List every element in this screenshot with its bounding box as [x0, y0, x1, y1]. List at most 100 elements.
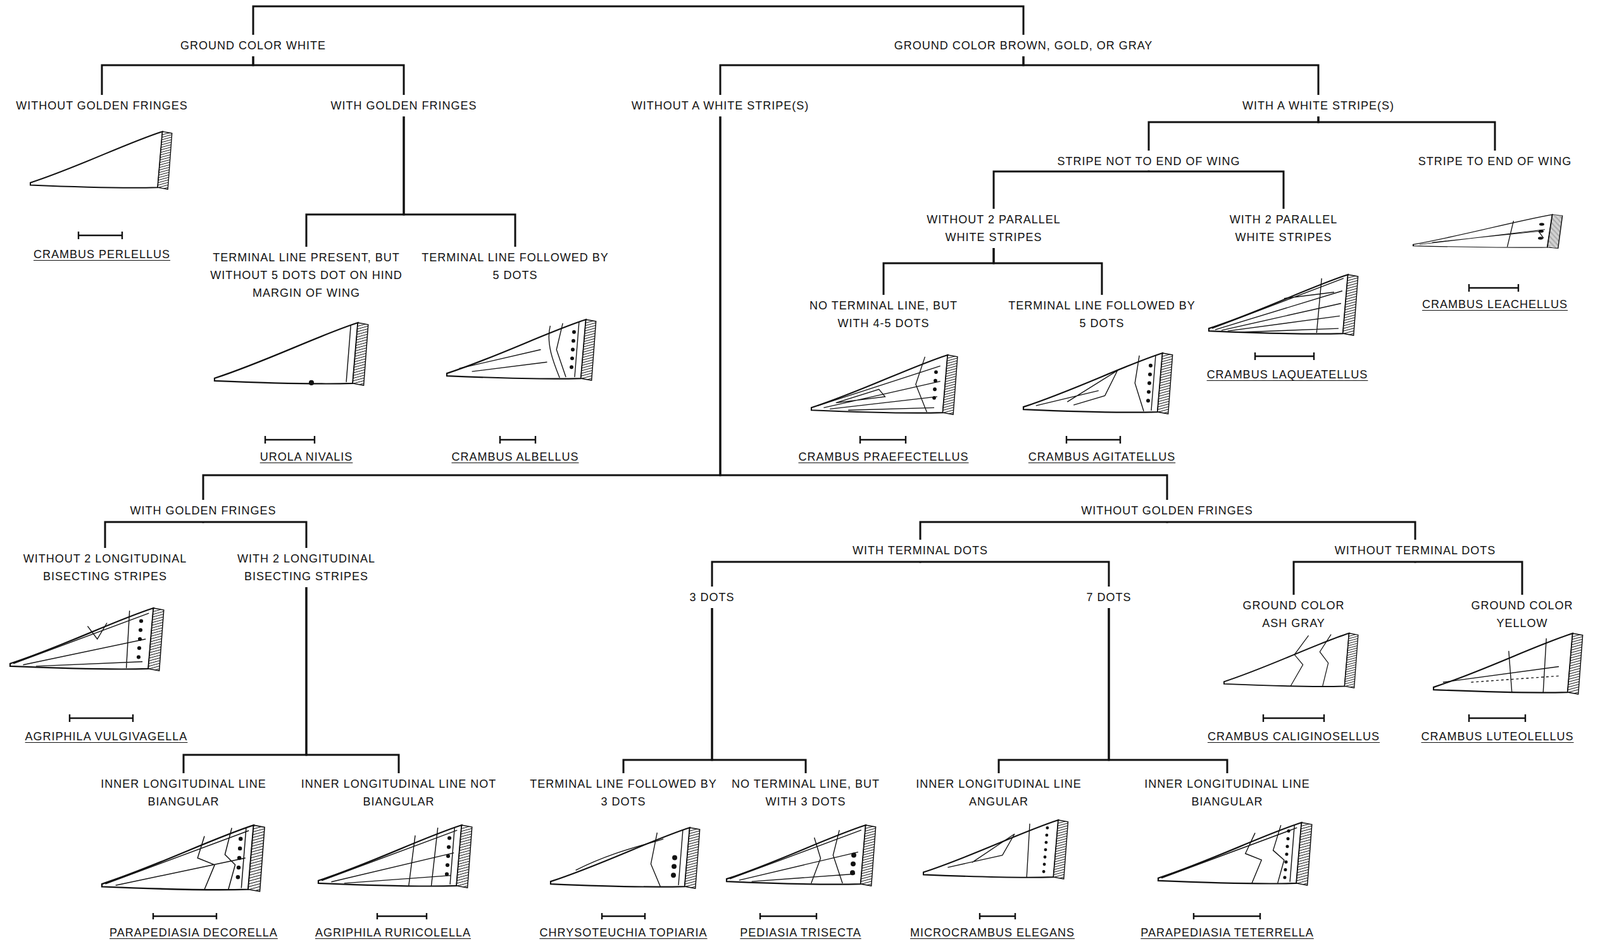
- key-text: TERMINAL LINE PRESENT, BUT WITHOUT 5 DOT…: [205, 248, 408, 302]
- key-connector: [1318, 116, 1495, 151]
- illustration-stroke: [137, 637, 142, 642]
- key-text: GROUND COLOR WHITE: [180, 36, 326, 55]
- key-connector: [105, 521, 204, 549]
- illustration-stroke: [1255, 352, 1314, 361]
- illustration-stroke: [729, 830, 862, 884]
- key-step: WITHOUT 2 LONGITUDINAL BISECTING STRIPES: [7, 548, 203, 588]
- illustration-stroke: [860, 436, 906, 444]
- wing-drawing: [726, 825, 876, 887]
- illustration-stroke: [30, 131, 173, 190]
- illustration-stroke: [446, 319, 597, 381]
- illustration-stroke: [1044, 841, 1049, 845]
- illustration-stroke: [237, 846, 242, 851]
- species-name: CRAMBUS PERLELLUS: [33, 246, 171, 263]
- illustration-stroke: [671, 863, 677, 869]
- illustration-stroke: [1284, 852, 1288, 856]
- key-connector: [1108, 608, 1228, 774]
- illustration-stroke: [136, 618, 144, 659]
- illustration-stroke: [850, 861, 856, 867]
- illustration-stroke: [1286, 829, 1290, 833]
- illustration-stroke: [1539, 222, 1545, 226]
- key-step: GROUND COLOR BROWN, GOLD, OR GRAY: [891, 34, 1156, 57]
- illustration-stroke: [1043, 855, 1047, 859]
- key-connector: [1023, 56, 1319, 95]
- illustration-stroke: [153, 913, 217, 920]
- illustration-stroke: [1283, 868, 1287, 872]
- illustration-stroke: [238, 837, 243, 842]
- key-connector: [101, 56, 254, 95]
- key-text: WITHOUT GOLDEN FRINGES: [15, 96, 188, 115]
- illustration-stroke: [933, 379, 938, 383]
- illustration-stroke: [1537, 222, 1545, 240]
- illustration-stroke: [571, 339, 576, 344]
- key-text: WITH A WHITE STRIPE(S): [1242, 96, 1395, 115]
- illustration-stroke: [444, 836, 452, 876]
- species-name: MICROCRAMBUS ELEGANS: [910, 925, 1075, 941]
- illustration-stroke: [69, 714, 133, 723]
- key-connector: [998, 608, 1109, 774]
- illustration-stroke: [236, 865, 241, 870]
- wing-drawing: [1224, 633, 1359, 688]
- illustration-stroke: [13, 610, 149, 669]
- illustration-stroke: [1470, 675, 1559, 683]
- key-connector: [1167, 521, 1416, 540]
- key-text: TERMINAL LINE FOLLOWED BY 5 DOTS: [1006, 296, 1197, 333]
- illustration-stroke: [136, 655, 141, 660]
- illustration-stroke: [1537, 236, 1544, 240]
- illustration-stroke: [1147, 381, 1152, 386]
- key-step: WITH 2 PARALLEL WHITE STRIPES: [1208, 208, 1359, 249]
- illustration-stroke: [1158, 822, 1313, 886]
- key-step: WITH GOLDEN FRINGES: [327, 94, 480, 117]
- species-name: CRAMBUS ALBELLUS: [451, 449, 579, 465]
- key-text: WITH GOLDEN FRINGES: [330, 96, 477, 115]
- illustration-stroke: [811, 355, 958, 415]
- illustration-stroke: [137, 646, 142, 650]
- key-step: STRIPE TO END OF WING: [1415, 150, 1575, 173]
- key-step: WITH TERMINAL DOTS: [850, 539, 991, 562]
- wing-drawing: [214, 322, 369, 386]
- wing-drawing: [1158, 822, 1313, 886]
- illustration-stroke: [447, 836, 452, 840]
- wing-drawing: [446, 319, 597, 381]
- illustration-stroke: [932, 370, 938, 400]
- key-connector: [1148, 116, 1319, 151]
- illustration-stroke: [1419, 220, 1545, 247]
- illustration-stroke: [321, 827, 457, 887]
- illustration-stroke: [1285, 844, 1289, 849]
- wing-drawing: [1208, 274, 1359, 336]
- illustration-stroke: [446, 854, 450, 859]
- wing-drawing: [811, 355, 958, 415]
- wing-drawing: [1413, 214, 1563, 249]
- key-text: GROUND COLOR YELLOW: [1465, 596, 1580, 633]
- key-text: WITH GOLDEN FRINGES: [129, 501, 276, 520]
- key-step: GROUND COLOR WHITE: [177, 34, 329, 57]
- species-name: PEDIASIA TRISECTA: [739, 925, 861, 941]
- species-name: AGRIPHILA RURICOLELLA: [315, 925, 471, 941]
- key-connector: [712, 608, 806, 774]
- species-name: PARAPEDIASIA DECORELLA: [109, 925, 278, 941]
- key-connector: [1148, 171, 1284, 209]
- key-connector: [253, 56, 404, 95]
- illustration-stroke: [1044, 848, 1048, 852]
- key-text: TERMINAL LINE FOLLOWED BY 3 DOTS: [528, 775, 719, 811]
- key-text: GROUND COLOR ASH GRAY: [1236, 596, 1351, 633]
- illustration-stroke: [572, 330, 576, 335]
- key-connector: [403, 116, 516, 247]
- illustration-stroke: [78, 231, 123, 240]
- illustration-stroke: [670, 855, 678, 879]
- illustration-stroke: [979, 913, 1016, 920]
- species-name: CRAMBUS PRAEFECTELLUS: [798, 449, 969, 465]
- key-text: GROUND COLOR BROWN, GOLD, OR GRAY: [894, 36, 1154, 55]
- key-text: WITHOUT GOLDEN FRINGES: [1081, 501, 1254, 520]
- key-step: STRIPE NOT TO END OF WING: [1054, 150, 1243, 173]
- illustration-stroke: [1538, 229, 1544, 233]
- wing-drawing: [1433, 633, 1583, 695]
- key-step: 7 DOTS: [1083, 586, 1134, 609]
- wing-drawing: [101, 825, 265, 892]
- illustration-stroke: [947, 824, 1030, 878]
- species-name: CRAMBUS CALIGINOSELLUS: [1207, 729, 1380, 745]
- key-step: WITH GOLDEN FRINGES: [127, 500, 279, 522]
- wing-drawing: [923, 820, 1068, 880]
- key-step: WITHOUT TERMINAL DOTS: [1332, 539, 1499, 562]
- illustration-stroke: [1468, 714, 1526, 723]
